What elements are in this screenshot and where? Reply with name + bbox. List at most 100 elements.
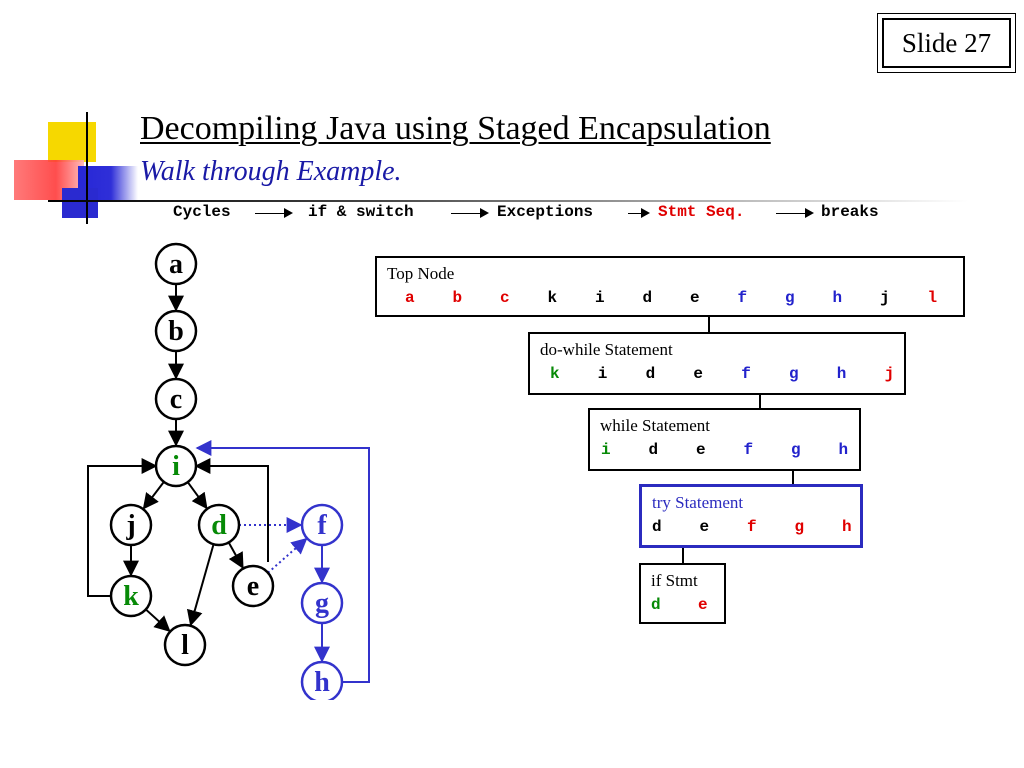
- sequence-item: g: [794, 518, 805, 536]
- phase-label: if & switch: [308, 203, 414, 221]
- sequence-item: f: [741, 365, 751, 383]
- tree-node-title: if Stmt: [651, 571, 698, 590]
- edge-i-d: [186, 481, 208, 510]
- slide-number-text: Slide 27: [882, 18, 1011, 68]
- graph-node-c: c: [154, 377, 198, 421]
- graph-node-d: d: [197, 503, 241, 547]
- graph-node-label: j: [125, 510, 135, 541]
- edge-k-l: [145, 608, 171, 632]
- sequence-item: l: [927, 289, 938, 307]
- sequence-item: f: [747, 518, 757, 536]
- graph-node-label: c: [170, 384, 182, 415]
- sequence-item: i: [595, 289, 605, 307]
- phase-label-active: Stmt Seq.: [658, 203, 745, 221]
- tree-node-title: Top Node: [387, 264, 455, 283]
- deco-vertical-rule: [86, 112, 88, 224]
- graph-node-circle: [300, 581, 344, 625]
- graph-node-j: j: [109, 503, 153, 547]
- graph-node-b: b: [154, 309, 198, 353]
- sequence-item: a: [405, 289, 415, 307]
- slide-number-badge: Slide 27: [877, 13, 1016, 73]
- arrow-right-icon: [805, 208, 814, 218]
- sequence-item: f: [737, 289, 748, 307]
- sequence-item: g: [791, 441, 801, 459]
- phase-arrow-line: [628, 213, 642, 215]
- graph-node-circle: [197, 503, 241, 547]
- phase-label: breaks: [821, 203, 879, 221]
- tree-node-title: while Statement: [600, 416, 711, 435]
- sequence-item: b: [452, 289, 463, 307]
- phase-label: Cycles: [173, 203, 231, 221]
- graph-node-l: l: [163, 623, 207, 667]
- sequence-item: d: [652, 518, 662, 536]
- graph-node-circle: [231, 564, 275, 608]
- sequence-item: h: [838, 441, 849, 459]
- sequence-item: e: [690, 289, 700, 307]
- graph-node-a: a: [154, 242, 198, 286]
- graph-node-f: f: [300, 503, 344, 547]
- graph-node-label: e: [247, 571, 259, 602]
- sequence-item: f: [743, 441, 754, 459]
- tree-node-while: while Statement i d e f g h: [588, 408, 861, 471]
- phase-arrow-line: [776, 213, 806, 215]
- graph-node-e: e: [231, 564, 275, 608]
- deco-blue-square-lower: [62, 188, 98, 218]
- sequence-item: d: [645, 365, 656, 383]
- sequence-item: i: [601, 441, 611, 459]
- graph-node-label: i: [172, 451, 180, 482]
- graph-node-g: g: [300, 581, 344, 625]
- graph-node-circle: [154, 309, 198, 353]
- sequence-item: k: [547, 289, 558, 307]
- sequence-item: i: [597, 365, 608, 383]
- graph-node-h: h: [300, 660, 344, 700]
- graph-node-circle: [109, 574, 153, 618]
- edge-k-i: [87, 458, 158, 597]
- tree-node-title: try Statement: [652, 493, 744, 512]
- header-rule: [48, 200, 968, 202]
- phase-arrow-line: [451, 213, 481, 215]
- edge-i-j: [142, 481, 165, 510]
- edge-d-l: [186, 543, 215, 627]
- sequence-item: j: [880, 289, 890, 307]
- tree-connector: [708, 317, 710, 332]
- graph-node-circle: [154, 242, 198, 286]
- graph-node-label: d: [211, 510, 227, 541]
- slide-title: Decompiling Java using Staged Encapsulat…: [140, 110, 771, 147]
- graph-node-circle: [154, 377, 198, 421]
- sequence-item: g: [789, 365, 799, 383]
- sequence-item: e: [693, 365, 703, 383]
- sequence-item: h: [832, 289, 843, 307]
- graph-node-circle: [154, 444, 198, 488]
- graph-node-label: l: [181, 630, 189, 661]
- graph-node-label: k: [123, 581, 139, 612]
- tree-node-title: do-while Statement: [540, 340, 673, 359]
- sequence-item: d: [642, 289, 653, 307]
- arrow-right-icon: [284, 208, 293, 218]
- graph-node-label: f: [317, 510, 327, 541]
- graph-node-label: b: [168, 316, 184, 347]
- graph-node-label: h: [314, 667, 330, 698]
- tree-connector: [682, 548, 684, 563]
- sequence-item: h: [842, 518, 852, 536]
- sequence-item: d: [651, 596, 661, 614]
- sequence-item: d: [648, 441, 659, 459]
- slide-subtitle: Walk through Example.: [140, 156, 402, 187]
- graph-node-label: a: [169, 249, 183, 280]
- edge-e-i: [194, 458, 269, 562]
- graph-node-label: g: [315, 588, 329, 619]
- sequence-item: h: [836, 365, 847, 383]
- graph-node-k: k: [109, 574, 153, 618]
- edge-e-f: [267, 537, 308, 574]
- phase-label: Exceptions: [497, 203, 594, 221]
- graph-node-circle: [300, 660, 344, 700]
- sequence-item: k: [550, 365, 560, 383]
- tree-connector: [792, 471, 794, 484]
- control-flow-graph: a b c i j d k e l f g h: [87, 242, 370, 700]
- graph-node-i: i: [154, 444, 198, 488]
- edge-d-e: [227, 541, 244, 570]
- sequence-item: e: [696, 441, 706, 459]
